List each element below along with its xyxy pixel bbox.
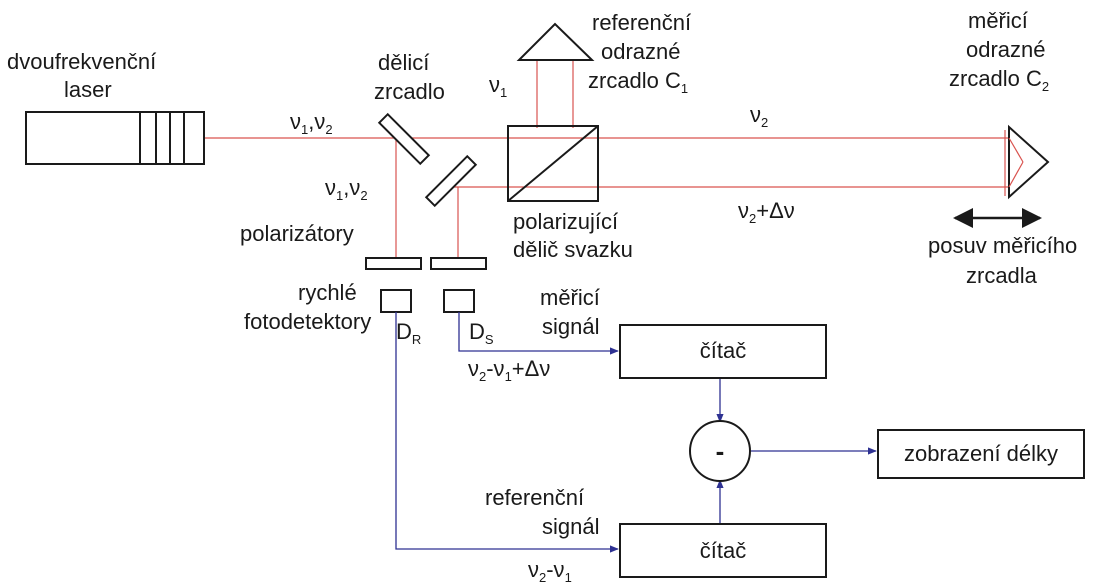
motion-label-line2: zrcadla bbox=[966, 263, 1038, 288]
beam-label-v1v2-left: ν1,ν2 bbox=[325, 175, 368, 203]
measuring-reflector bbox=[1008, 124, 1050, 200]
pbs-label-line1: polarizující bbox=[513, 209, 618, 234]
splitter-mirror-1 bbox=[377, 112, 431, 166]
reference-signal-line bbox=[395, 312, 619, 553]
motion-label-line1: posuv měřicího bbox=[928, 233, 1077, 258]
splitter-mirror-2 bbox=[424, 154, 478, 208]
laser-beams bbox=[205, 60, 1017, 257]
reference-reflector-line1: referenční bbox=[592, 10, 691, 35]
beam-label-v2: ν2 bbox=[750, 102, 768, 130]
splitter-label-line2: zrcadlo bbox=[374, 79, 445, 104]
measuring-reflector-line2: odrazné bbox=[966, 37, 1046, 62]
signal-lines bbox=[395, 312, 877, 553]
reference-reflector-line2: odrazné bbox=[601, 39, 681, 64]
subtractor: - bbox=[689, 420, 751, 482]
measuring-signal-formula: ν2-ν1+Δν bbox=[468, 356, 550, 384]
beam-label-v1: ν1 bbox=[489, 72, 507, 100]
laser-label-line2: laser bbox=[64, 77, 112, 102]
subtractor-label: - bbox=[716, 436, 725, 466]
detector-measuring bbox=[443, 289, 475, 313]
fast-photodetectors bbox=[380, 289, 475, 313]
reference-reflector bbox=[516, 22, 595, 61]
measuring-signal-line1: měřicí bbox=[540, 285, 600, 310]
polarizers-label: polarizátory bbox=[240, 221, 354, 246]
measuring-signal-line2: signál bbox=[542, 314, 599, 339]
polarizer-reference bbox=[365, 257, 422, 270]
detector-dr-label: DR bbox=[396, 319, 421, 347]
reference-reflector-line3: zrcadlo C1 bbox=[588, 68, 688, 96]
counter-bottom-label: čítač bbox=[700, 538, 746, 563]
counter-top: čítač bbox=[619, 324, 827, 379]
detectors-label-line1: rychlé bbox=[298, 280, 357, 305]
reference-signal-line1: referenční bbox=[485, 485, 584, 510]
counter-top-label: čítač bbox=[700, 338, 746, 363]
beam-label-v2dv: ν2+Δν bbox=[738, 198, 795, 226]
measuring-reflector-line1: měřicí bbox=[968, 8, 1028, 33]
length-display: zobrazení délky bbox=[877, 429, 1085, 479]
detectors-label-line2: fotodetektory bbox=[244, 309, 371, 334]
polarizing-beam-splitter bbox=[507, 125, 599, 202]
laser-body bbox=[25, 111, 205, 165]
beam-label-v1v2-top: ν1,ν2 bbox=[290, 109, 333, 137]
splitter-label-line1: dělicí bbox=[378, 50, 429, 75]
polarizers bbox=[365, 257, 487, 270]
laser-label-line1: dvoufrekvenční bbox=[7, 49, 156, 74]
reference-signal-formula: ν2-ν1 bbox=[528, 557, 572, 585]
polarizer-measuring bbox=[430, 257, 487, 270]
measuring-reflector-line3: zrcadlo C2 bbox=[949, 66, 1049, 94]
detector-ds-label: DS bbox=[469, 319, 494, 347]
counter-bottom: čítač bbox=[619, 523, 827, 578]
reference-signal-line2: signál bbox=[542, 514, 599, 539]
pbs-label-line2: dělič svazku bbox=[513, 237, 633, 262]
display-label: zobrazení délky bbox=[904, 441, 1058, 466]
measuring-signal-line bbox=[458, 312, 619, 355]
detector-reference bbox=[380, 289, 412, 313]
